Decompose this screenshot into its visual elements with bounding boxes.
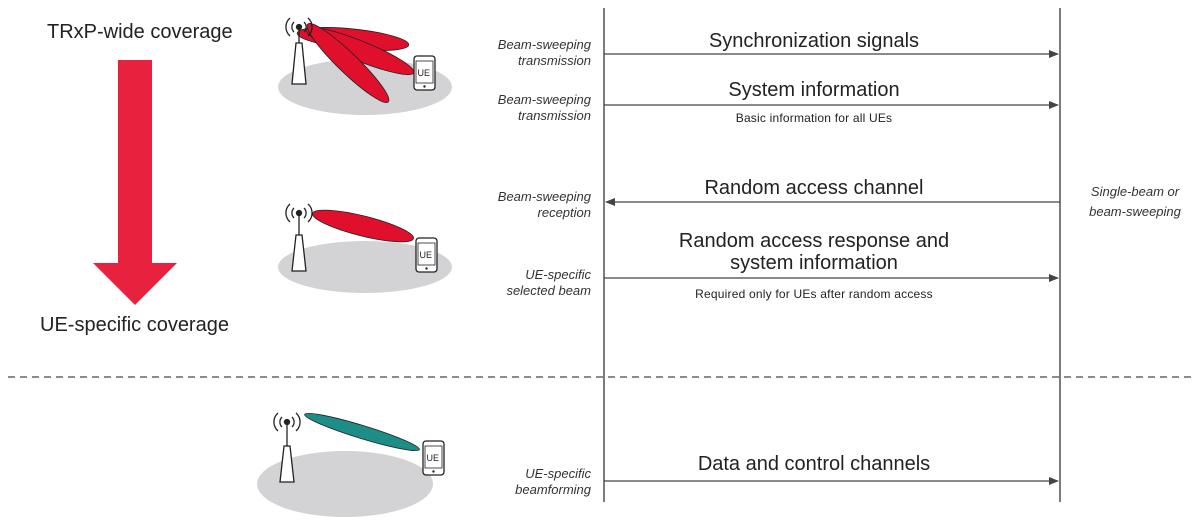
antenna-icon — [285, 17, 313, 85]
ue-label: UE — [418, 68, 431, 78]
scene-beam-sweeping: UE — [278, 17, 452, 115]
trxp-wide-coverage-label: TRxP-wide coverage — [47, 21, 233, 43]
step-rar-detail: Required only for UEs after random acces… — [695, 287, 933, 301]
phone-icon: UE — [415, 237, 438, 273]
step-sysinfo-side-label: Beam-sweeping transmission — [497, 92, 591, 123]
ue-specific-coverage-label: UE-specific coverage — [40, 314, 229, 336]
step-sysinfo-detail: Basic information for all UEs — [735, 111, 893, 125]
step-data-side-label: UE-specific beamforming — [515, 466, 591, 497]
step-data-message: Data and control channels — [697, 453, 931, 475]
ue-side-note: Single-beam or beam-sweeping — [1089, 184, 1181, 219]
step-rach-message: Random access channel — [704, 177, 924, 199]
scene-beamforming: UE — [257, 412, 445, 517]
phone-icon: UE — [413, 55, 436, 91]
scene-random-access: UE — [278, 203, 452, 293]
step-sysinfo-message: System information — [728, 79, 900, 101]
beam-ue-specific — [304, 412, 420, 452]
step-sync-side-label: Beam-sweeping transmission — [497, 37, 591, 68]
coverage-narrowing-arrow — [93, 60, 177, 305]
ground-ellipse — [257, 451, 433, 517]
step-rar-side-label: UE-specific selected beam — [506, 267, 591, 298]
antenna-icon — [285, 203, 313, 272]
ground-ellipse — [278, 241, 452, 293]
step-rach-side-label: Beam-sweeping reception — [497, 189, 591, 220]
ue-label: UE — [420, 250, 433, 260]
ue-label: UE — [427, 453, 440, 463]
step-sync-message: Synchronization signals — [708, 30, 920, 52]
step-rar-message: Random access response and system inform… — [678, 230, 950, 274]
antenna-icon — [273, 412, 301, 483]
phone-icon: UE — [422, 440, 445, 476]
